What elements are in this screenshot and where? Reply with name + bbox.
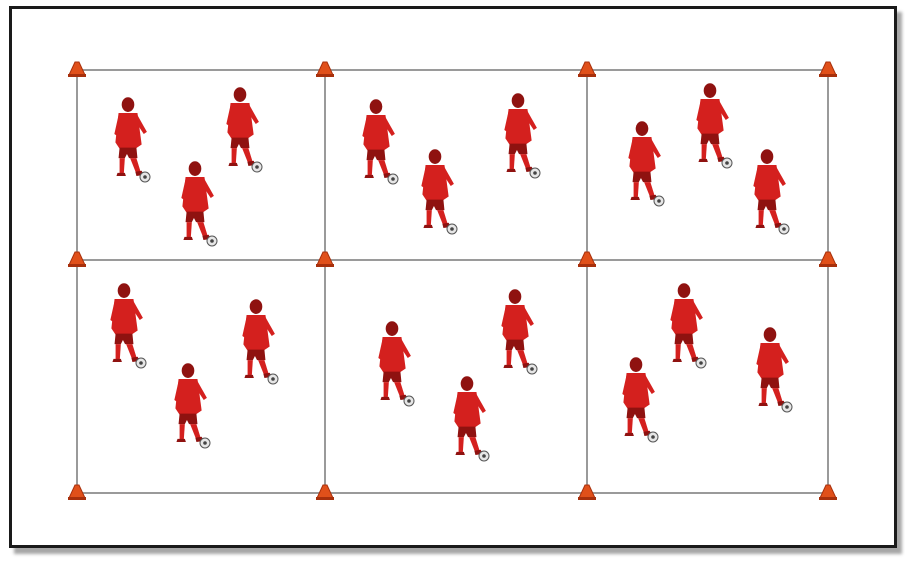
players: [110, 83, 792, 461]
soccer-ball-icon: [447, 224, 457, 234]
soccer-player-icon: [453, 376, 486, 455]
soccer-ball-icon: [140, 172, 150, 182]
soccer-ball-icon: [696, 358, 706, 368]
soccer-player-icon: [174, 363, 207, 442]
soccer-ball-icon: [388, 174, 398, 184]
soccer-ball-icon: [207, 236, 217, 246]
soccer-player-icon: [242, 299, 275, 378]
soccer-ball-icon: [722, 158, 732, 168]
soccer-player-icon: [378, 321, 411, 400]
soccer-player-icon: [628, 121, 661, 200]
soccer-ball-icon: [648, 432, 658, 442]
soccer-player-icon: [181, 161, 214, 240]
soccer-ball-icon: [252, 162, 262, 172]
soccer-player-icon: [362, 99, 395, 178]
soccer-ball-icon: [527, 364, 537, 374]
soccer-player-icon: [753, 149, 786, 228]
soccer-ball-icon: [268, 374, 278, 384]
soccer-ball-icon: [200, 438, 210, 448]
soccer-player-icon: [622, 357, 655, 436]
soccer-ball-icon: [479, 451, 489, 461]
soccer-player-icon: [114, 97, 147, 176]
soccer-ball-icon: [654, 196, 664, 206]
soccer-player-icon: [110, 283, 143, 362]
soccer-player-icon: [226, 87, 259, 166]
soccer-player-icon: [504, 93, 537, 172]
soccer-player-icon: [501, 289, 534, 368]
soccer-player-icon: [670, 283, 703, 362]
soccer-ball-icon: [530, 168, 540, 178]
soccer-ball-icon: [782, 402, 792, 412]
soccer-ball-icon: [779, 224, 789, 234]
soccer-ball-icon: [404, 396, 414, 406]
soccer-player-icon: [756, 327, 789, 406]
soccer-ball-icon: [136, 358, 146, 368]
soccer-player-icon: [421, 149, 454, 228]
soccer-player-icon: [696, 83, 729, 162]
